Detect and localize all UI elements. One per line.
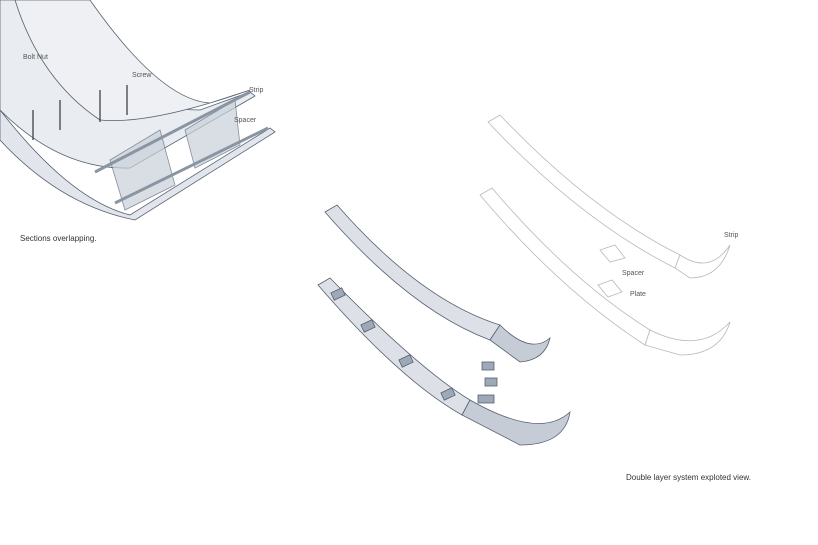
spacer-label-right: Spacer bbox=[622, 270, 645, 277]
left-caption: Sections overlapping. bbox=[20, 234, 97, 243]
screws bbox=[32, 85, 128, 140]
spacer-label-left: Spacer bbox=[234, 117, 257, 124]
spacer-blocks bbox=[330, 287, 498, 404]
bolt-nut-label: Bolt Nut bbox=[23, 54, 48, 61]
plate-end bbox=[461, 399, 571, 446]
faint-assembly bbox=[479, 114, 731, 356]
spacer-block-1 bbox=[109, 129, 176, 211]
strip-label-left: Strip bbox=[249, 87, 264, 94]
plate-label-right: Plate bbox=[630, 291, 646, 298]
screw-label: Screw bbox=[132, 72, 152, 79]
strip-label-right: Strip bbox=[724, 232, 739, 239]
strip-bar-2 bbox=[114, 126, 269, 205]
right-caption: Double layer system exploted view. bbox=[626, 473, 751, 482]
exploded-assembly bbox=[317, 204, 571, 446]
strip-bar-1 bbox=[94, 90, 251, 174]
lower-plate bbox=[0, 109, 276, 221]
left-assembly bbox=[0, 0, 276, 221]
inner-plate bbox=[14, 0, 251, 121]
strip-end bbox=[489, 324, 551, 363]
